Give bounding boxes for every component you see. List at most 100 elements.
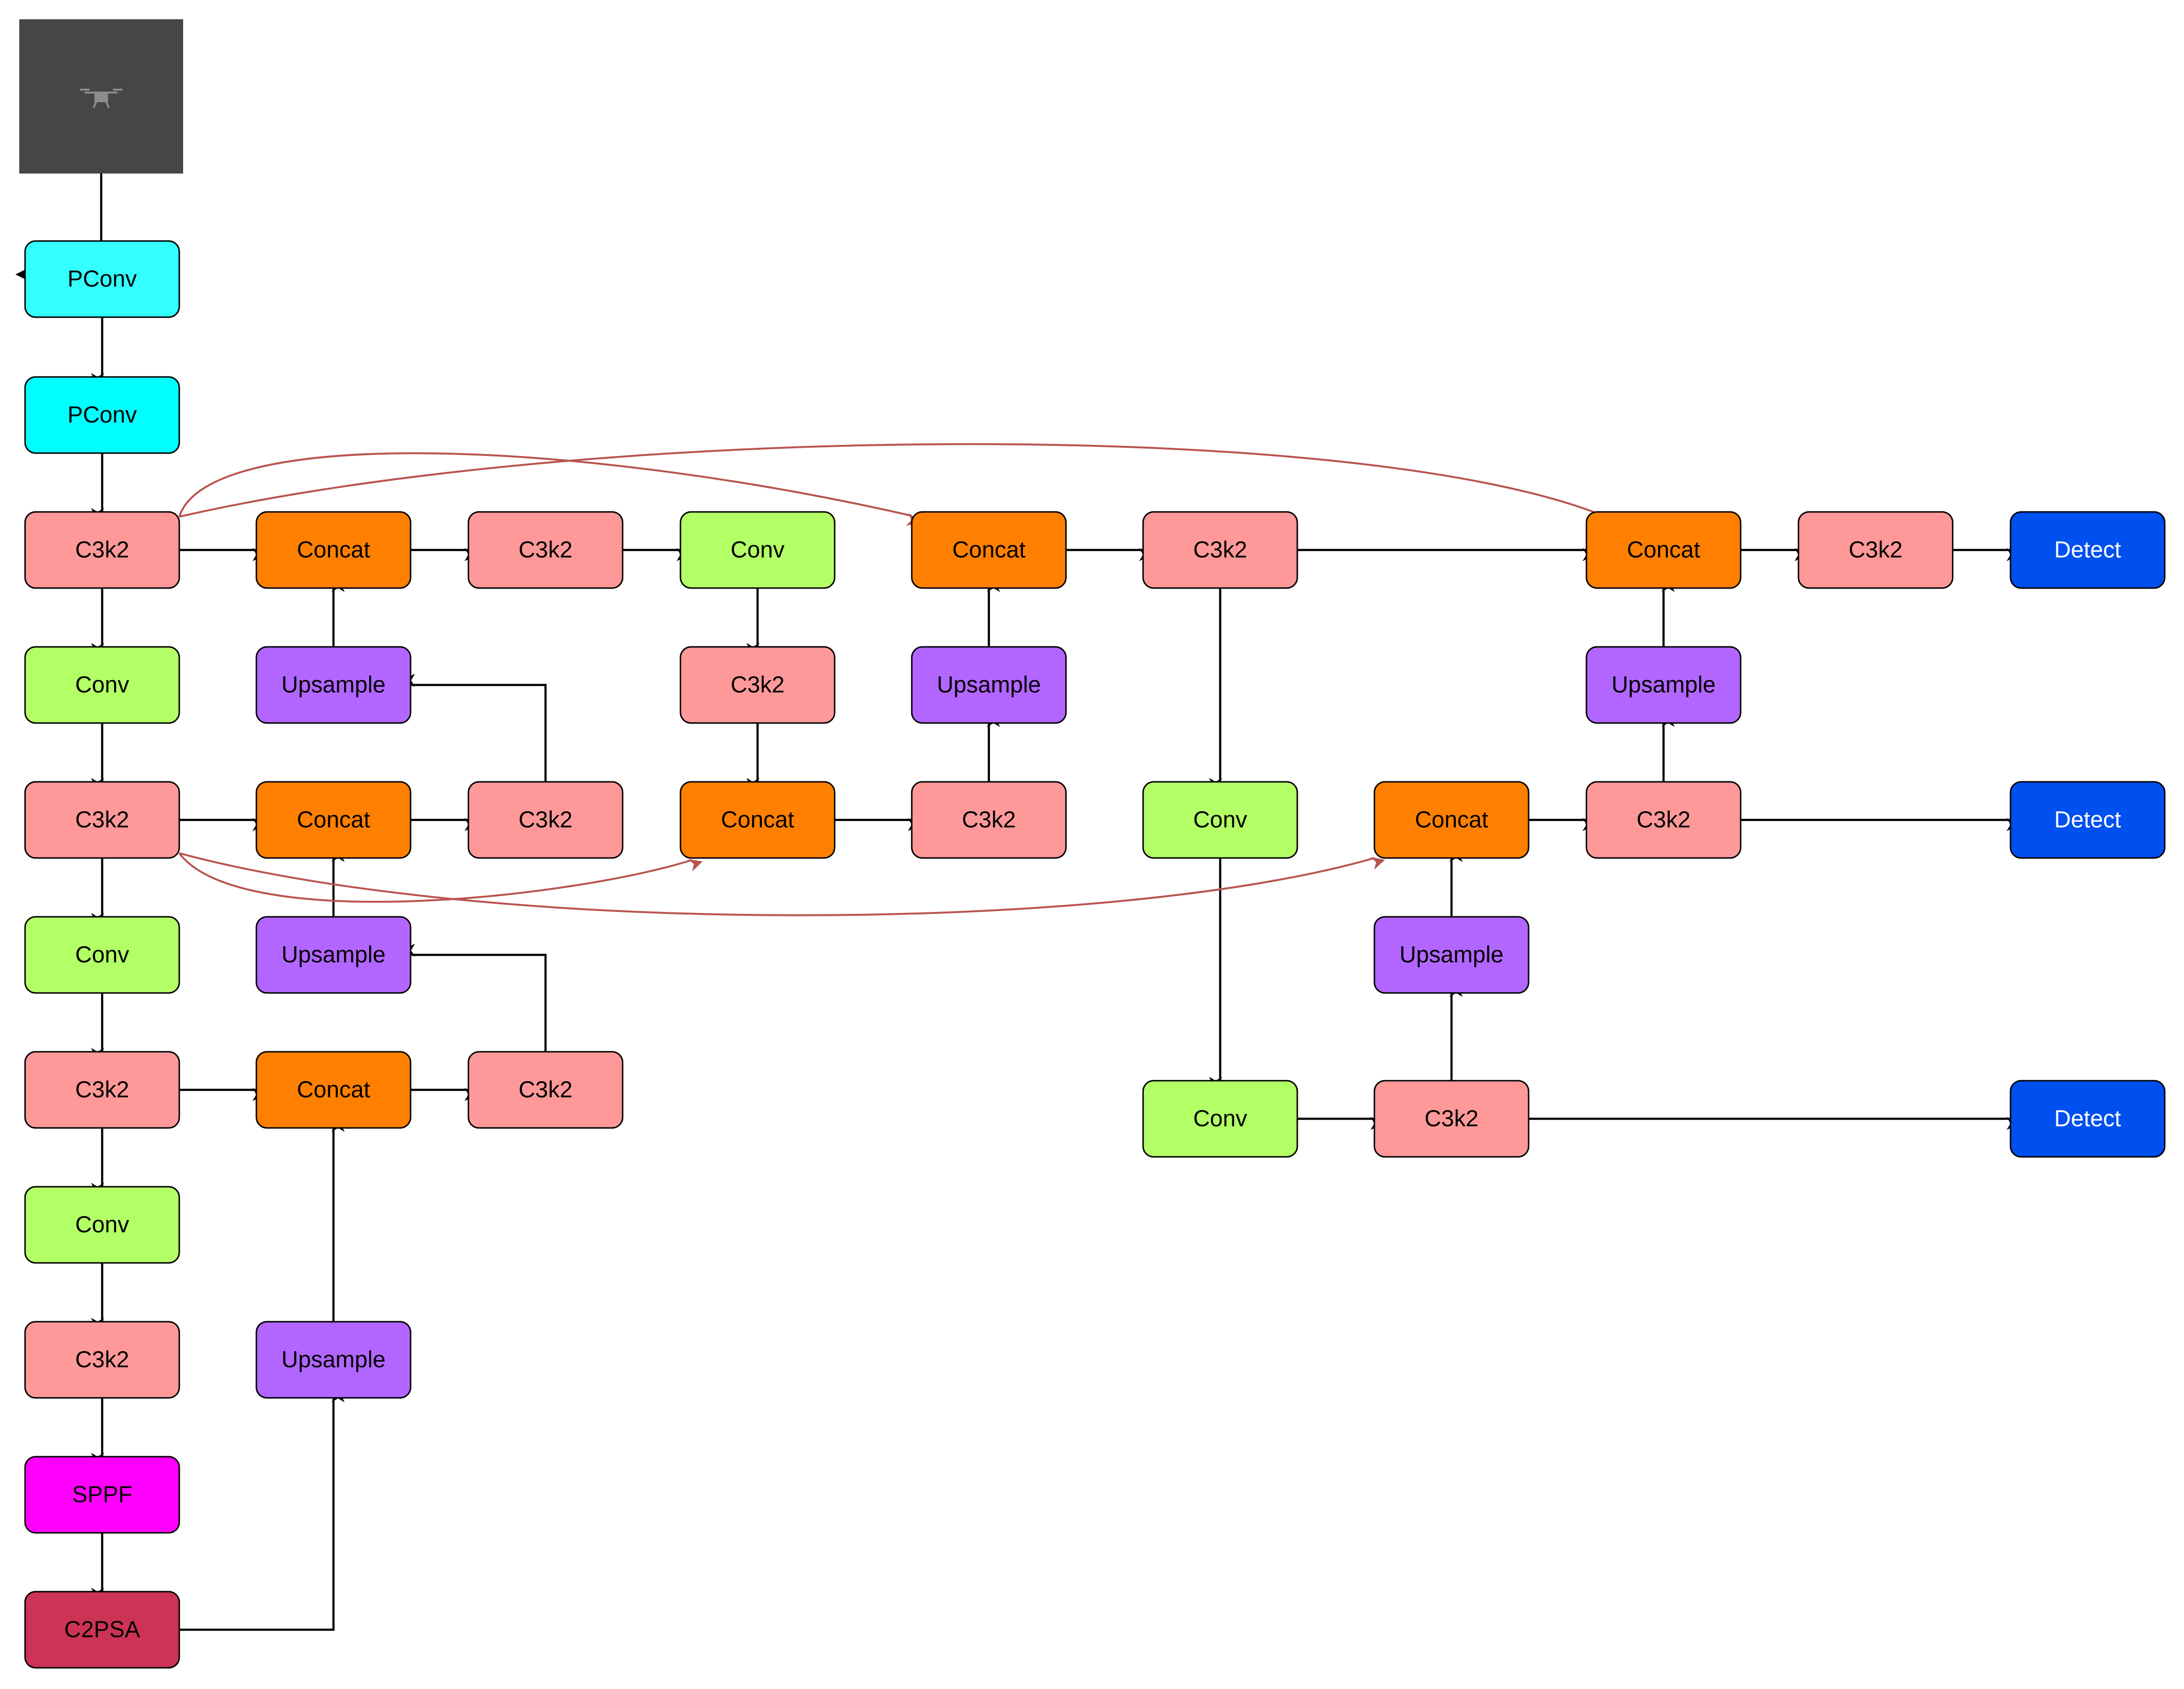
node-box [255, 781, 412, 859]
node-concat: Concat [1373, 781, 1530, 859]
node-conv: Conv [24, 1186, 180, 1264]
node-label: Concat [1415, 807, 1488, 833]
node-box [911, 511, 1067, 589]
node-box [24, 240, 180, 318]
input-image-thumbnail [19, 19, 183, 174]
node-concat: Concat [911, 511, 1067, 589]
node-label: Conv [75, 942, 129, 968]
node-label: Concat [952, 537, 1025, 563]
node-box [1373, 781, 1530, 859]
node-box [1142, 781, 1298, 859]
node-box [467, 511, 624, 589]
node-box [255, 916, 412, 994]
node-c3k2: C3k2 [24, 781, 180, 859]
node-box [467, 781, 624, 859]
node-c3k2: C3k2 [911, 781, 1067, 859]
node-conv: Conv [679, 511, 836, 589]
node-conv: Conv [24, 646, 180, 724]
node-box [255, 646, 412, 724]
node-box [1373, 1080, 1530, 1158]
node-label: C2PSA [64, 1617, 140, 1643]
node-label: C3k2 [1193, 537, 1247, 563]
node-upsample: Upsample [255, 646, 412, 724]
node-box [24, 916, 180, 994]
node-label: Conv [1193, 1106, 1247, 1132]
node-label: Conv [1193, 807, 1247, 833]
edges [15, 174, 2020, 1631]
node-label: Upsample [1611, 672, 1716, 698]
node-upsample: Upsample [911, 646, 1067, 724]
node-box [255, 1321, 412, 1399]
node-box [24, 1051, 180, 1129]
node-box [24, 781, 180, 859]
node-detect: Detect [2010, 1080, 2166, 1158]
node-c2psa: C2PSA [24, 1591, 180, 1669]
node-box [1142, 1080, 1298, 1158]
node-box [24, 1186, 180, 1264]
node-box [24, 376, 180, 454]
node-label: C3k2 [519, 807, 573, 833]
node-box [679, 781, 836, 859]
node-label: Conv [75, 1212, 129, 1238]
node-concat: Concat [679, 781, 836, 859]
node-label: C3k2 [75, 537, 129, 563]
node-label: Concat [297, 537, 370, 563]
node-label: C3k2 [1637, 807, 1691, 833]
node-label: Concat [1627, 537, 1700, 563]
node-box [2010, 781, 2166, 859]
node-c3k2: C3k2 [24, 511, 180, 589]
node-box [1585, 781, 1742, 859]
node-concat: Concat [255, 781, 412, 859]
node-label: Concat [297, 807, 370, 833]
node-box [1142, 511, 1298, 589]
node-c3k2: C3k2 [1373, 1080, 1530, 1158]
node-label: C3k2 [962, 807, 1016, 833]
node-label: C3k2 [75, 1077, 129, 1103]
node-conv: Conv [1142, 781, 1298, 859]
node-label: C3k2 [519, 1077, 573, 1103]
node-c3k2: C3k2 [24, 1321, 180, 1399]
node-label: C3k2 [731, 672, 785, 698]
node-label: Concat [721, 807, 794, 833]
node-concat: Concat [255, 1051, 412, 1129]
node-c3k2: C3k2 [467, 781, 624, 859]
node-upsample: Upsample [255, 916, 412, 994]
node-box [1373, 916, 1530, 994]
edge-n5-to-n30 [179, 852, 1385, 916]
node-label: C3k2 [1425, 1106, 1478, 1132]
node-detect: Detect [2010, 781, 2166, 859]
node-label: Detect [2054, 1106, 2121, 1132]
edge-n3-to-n24 [178, 452, 920, 526]
node-box [679, 646, 836, 724]
node-c3k2: C3k2 [1798, 511, 1954, 589]
edge-n11-to-n17 [179, 1389, 345, 1631]
node-label: Conv [75, 672, 129, 698]
node-box [24, 1456, 180, 1534]
node-box [2010, 1080, 2166, 1158]
node-concat: Concat [255, 511, 412, 589]
edge-n3-to-n33 [179, 443, 1609, 524]
node-box [1585, 511, 1742, 589]
node-pconv: PConv [24, 376, 180, 454]
node-box [1585, 646, 1742, 724]
node-label: Upsample [281, 1347, 386, 1373]
node-box [24, 511, 180, 589]
drone-icon [80, 89, 122, 108]
node-box [255, 511, 412, 589]
node-label: Detect [2054, 807, 2121, 833]
node-label: Upsample [281, 672, 386, 698]
node-c3k2: C3k2 [467, 1051, 624, 1129]
node-box [24, 646, 180, 724]
node-label: C3k2 [75, 1347, 129, 1373]
node-concat: Concat [1585, 511, 1742, 589]
node-conv: Conv [24, 916, 180, 994]
node-label: PConv [67, 267, 137, 292]
nodes: PConvPConvC3k2ConvC3k2ConvC3k2ConvC3k2SP… [24, 240, 2166, 1669]
node-box [911, 646, 1067, 724]
node-upsample: Upsample [255, 1321, 412, 1399]
node-c3k2: C3k2 [24, 1051, 180, 1129]
node-box [24, 1591, 180, 1669]
node-label: Concat [297, 1077, 370, 1103]
node-detect: Detect [2010, 511, 2166, 589]
